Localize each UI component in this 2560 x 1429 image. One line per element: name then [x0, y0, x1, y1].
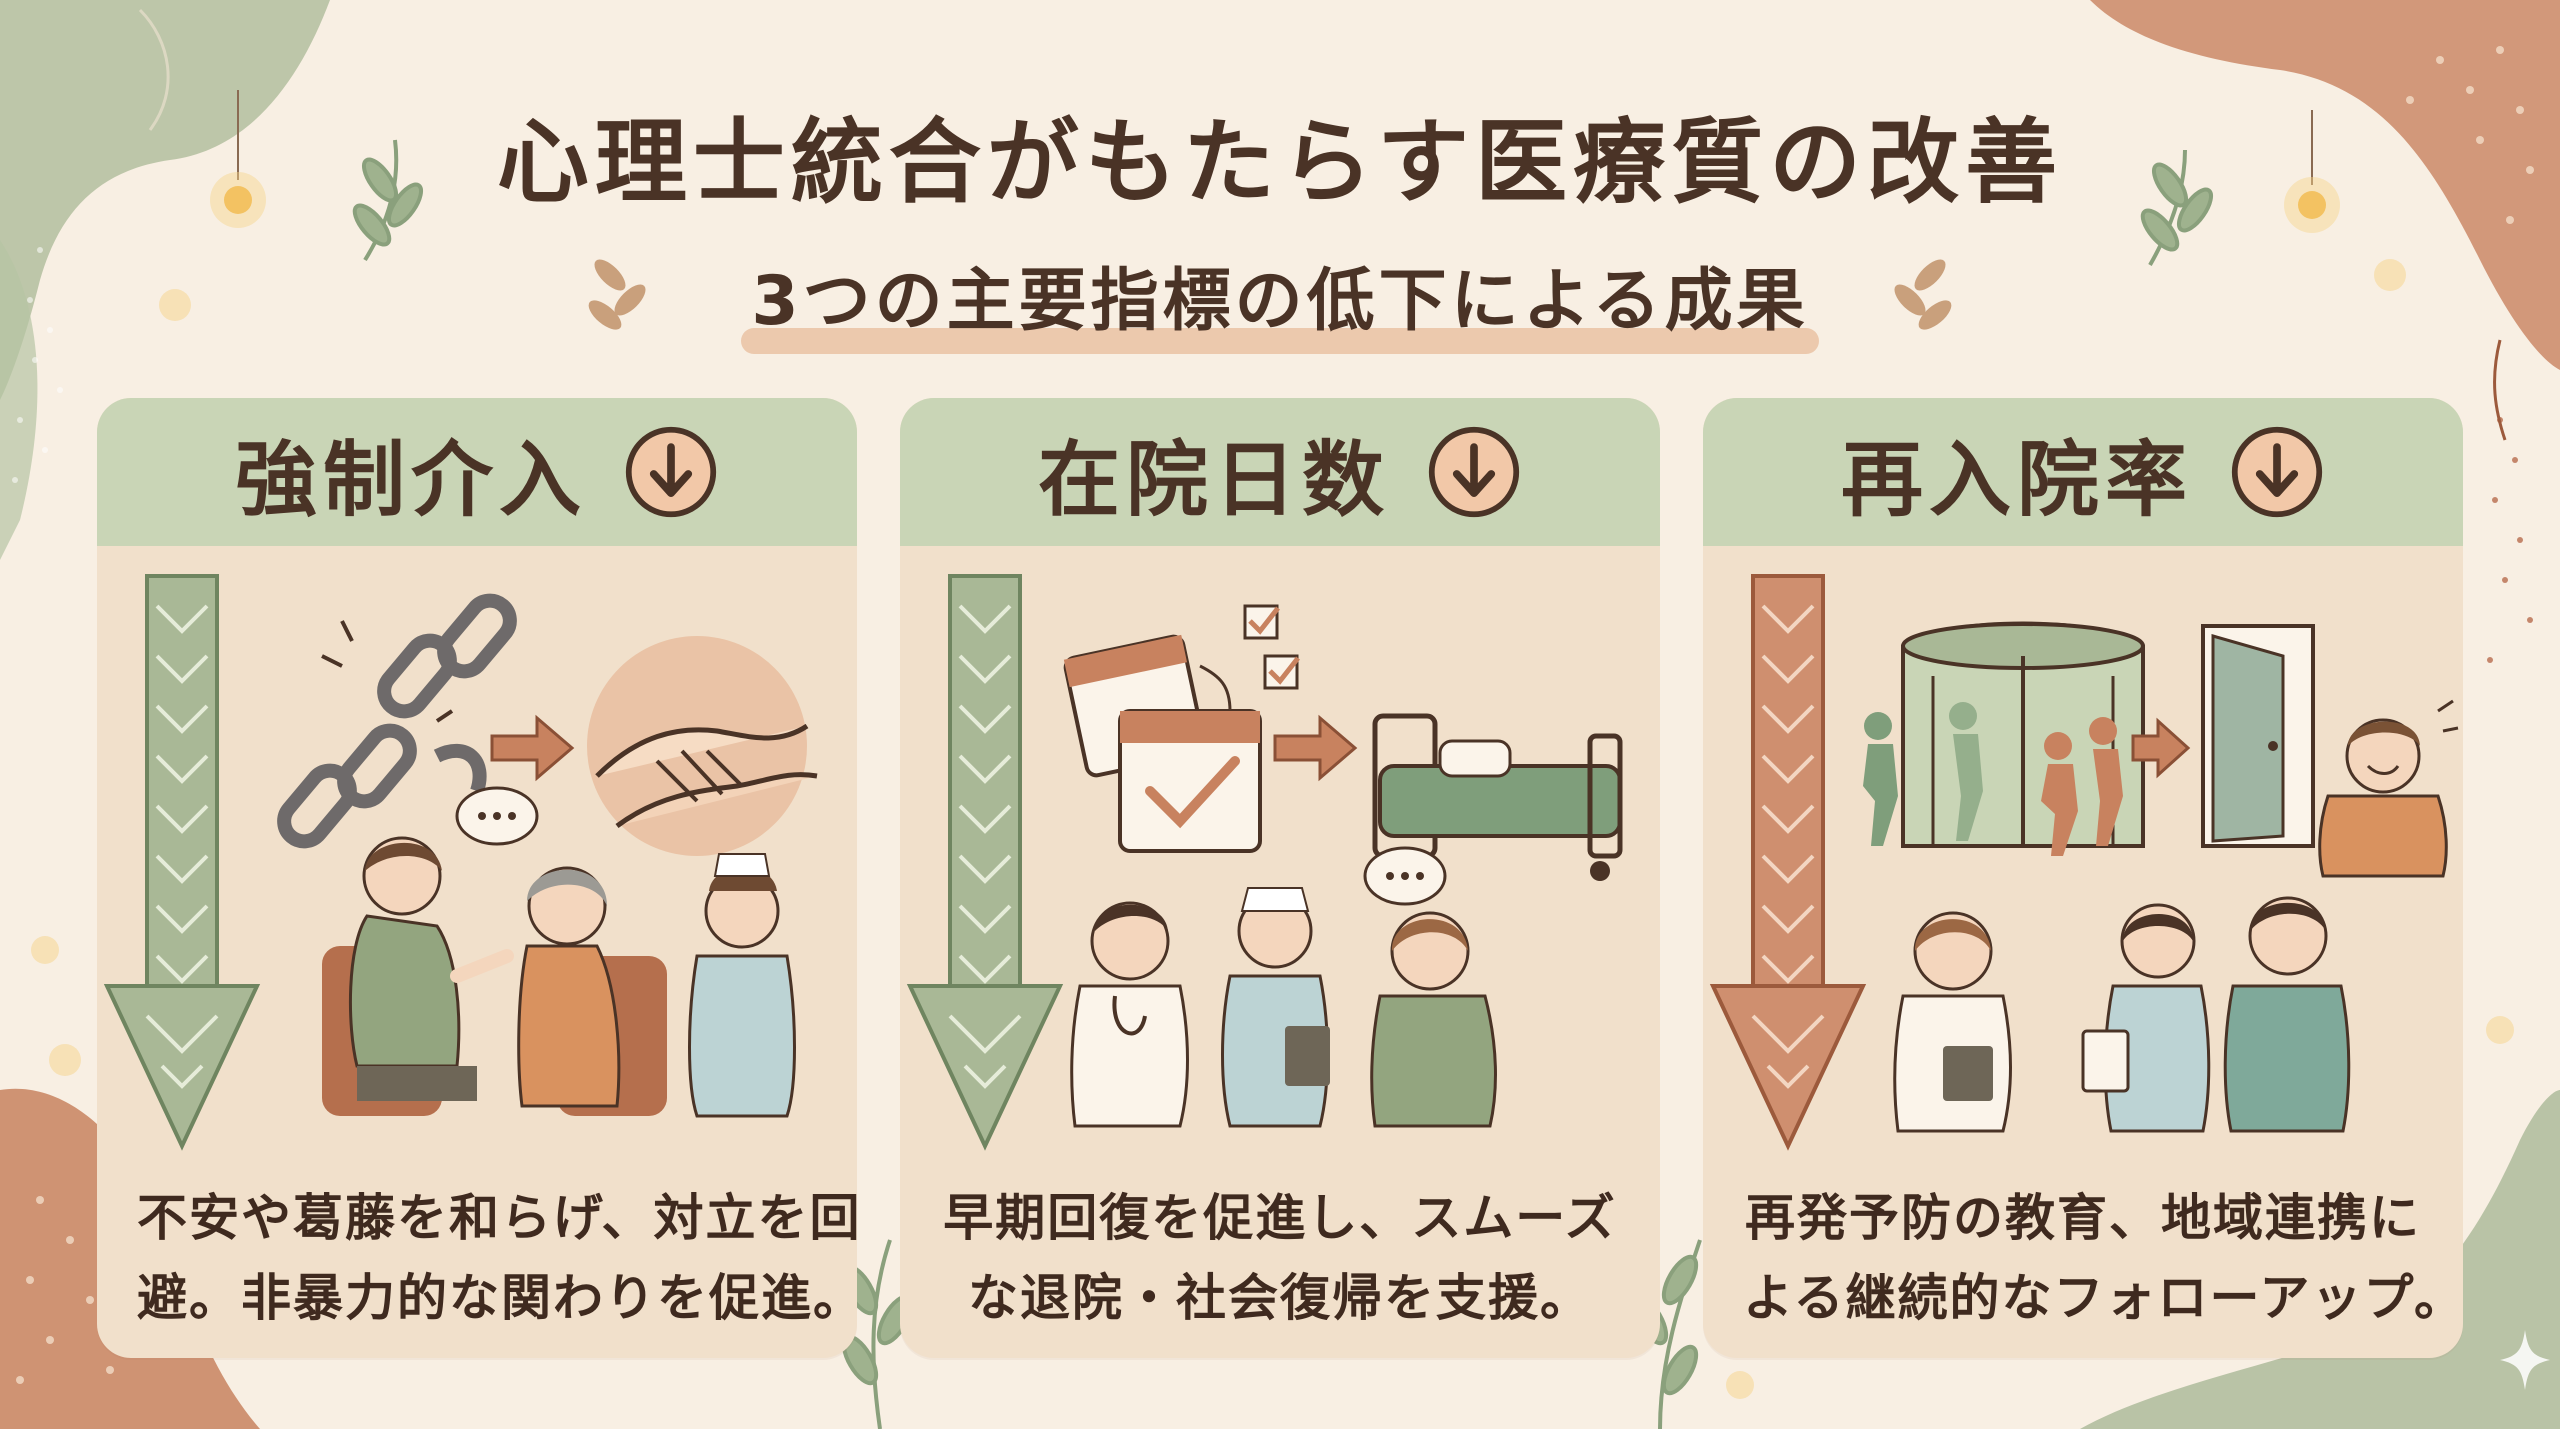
card-coercive-intervention: 強制介入: [97, 398, 857, 1358]
elderly-patient-icon: [517, 866, 667, 1116]
down-arrow-circle-icon: [1428, 426, 1520, 518]
card-description-line: 再発予防の教育、地域連携に: [1745, 1189, 2421, 1247]
big-down-arrow-icon: [906, 574, 1064, 1151]
nurse-icon: [688, 853, 796, 1118]
top-right-blob: [2090, 0, 2560, 370]
nurse-icon: [2081, 903, 2211, 1133]
counselor-person-icon: [322, 836, 514, 1116]
right-arrow-icon: [2131, 717, 2191, 779]
card-length-of-stay: 在院日数: [900, 398, 1660, 1358]
card-description-line: な退院・社会復帰を支援。: [968, 1269, 1592, 1327]
card-title: 在院日数: [900, 422, 1660, 528]
card-illustration: [1709, 574, 2459, 1151]
nurse-icon: [1221, 887, 1330, 1128]
walking-person-icon: [1863, 702, 1983, 846]
top-left-leaf-blob: [0, 0, 330, 400]
hospital-bed-icon: [1372, 713, 1623, 881]
subtitle-text: 3つの主要指標の低下による成果: [751, 262, 1809, 341]
card-readmission-rate: 再入院率: [1703, 398, 2463, 1358]
card-description-line: 避。非暴力的な関わりを促進。: [137, 1269, 857, 1327]
card-description: 再発予防の教育、地域連携に よる継続的なフォローアップ。: [1743, 1178, 2463, 1338]
card-description: 不安や葛藤を和らげ、対立を回 避。非暴力的な関わりを促進。: [137, 1178, 857, 1338]
doctor-icon: [1893, 911, 2012, 1133]
hanging-light-right: [2284, 110, 2340, 233]
card-header: [1703, 398, 2463, 546]
down-arrow-circle-icon: [2231, 426, 2323, 518]
card-header: [900, 398, 1660, 546]
card-description-line: よる継続的なフォローアップ。: [1743, 1269, 2463, 1327]
sparkle-icon: [2500, 1330, 2550, 1390]
big-down-arrow-icon: [103, 574, 261, 1151]
card-title: 強制介入: [97, 422, 857, 528]
handshake-icon: [587, 636, 818, 856]
checklist-icon: [1199, 604, 1300, 712]
walking-person-icon: [2041, 717, 2123, 856]
leaf-sprig-subtitle-right: [1894, 259, 1952, 330]
card-illustration: [103, 574, 818, 1151]
open-door-icon: [2201, 624, 2315, 848]
card-title-text: 強制介入: [234, 432, 587, 528]
leaf-sprig-right: [2140, 149, 2214, 266]
leaf-sprig-subtitle-left: [588, 259, 646, 330]
header: 心理士統合がもたらす医療質の改善 3つの主要指標の低下による成果: [0, 0, 2560, 380]
hanging-light-left: [210, 90, 266, 228]
doctor-icon: [1070, 901, 1189, 1128]
card-description: 早期回復を促進し、スムーズ な退院・社会復帰を支援。: [940, 1178, 1620, 1338]
card-illustration: [906, 574, 1623, 1151]
page-subtitle: 3つの主要指標の低下による成果: [721, 245, 1838, 354]
card-description-line: 早期回復を促進し、スムーズ: [943, 1189, 1617, 1247]
counselor-person-icon: [1370, 911, 1497, 1128]
staff-person-icon: [2223, 896, 2351, 1133]
leaf-sprig-left: [352, 139, 424, 262]
big-down-arrow-icon: [1709, 574, 1867, 1151]
right-arrow-icon: [1273, 714, 1358, 782]
card-description-line: 不安や葛藤を和らげ、対立を回: [137, 1189, 857, 1247]
speech-bubble-icon: [1363, 846, 1447, 906]
page-title: 心理士統合がもたらす医療質の改善: [496, 109, 2064, 216]
happy-person-icon: [2318, 718, 2448, 878]
speech-bubble-icon: [455, 786, 539, 846]
calendar-icon: [1063, 634, 1262, 853]
card-title-text: 在院日数: [1037, 432, 1390, 528]
card-title-text: 再入院率: [1840, 432, 2193, 528]
subtitle-wrap: 3つの主要指標の低下による成果: [0, 245, 2560, 354]
down-arrow-circle-icon: [625, 426, 717, 518]
broken-chain-icon: [277, 593, 517, 849]
right-arrow-icon: [490, 714, 575, 782]
card-title: 再入院率: [1703, 422, 2463, 528]
card-header: [97, 398, 857, 546]
